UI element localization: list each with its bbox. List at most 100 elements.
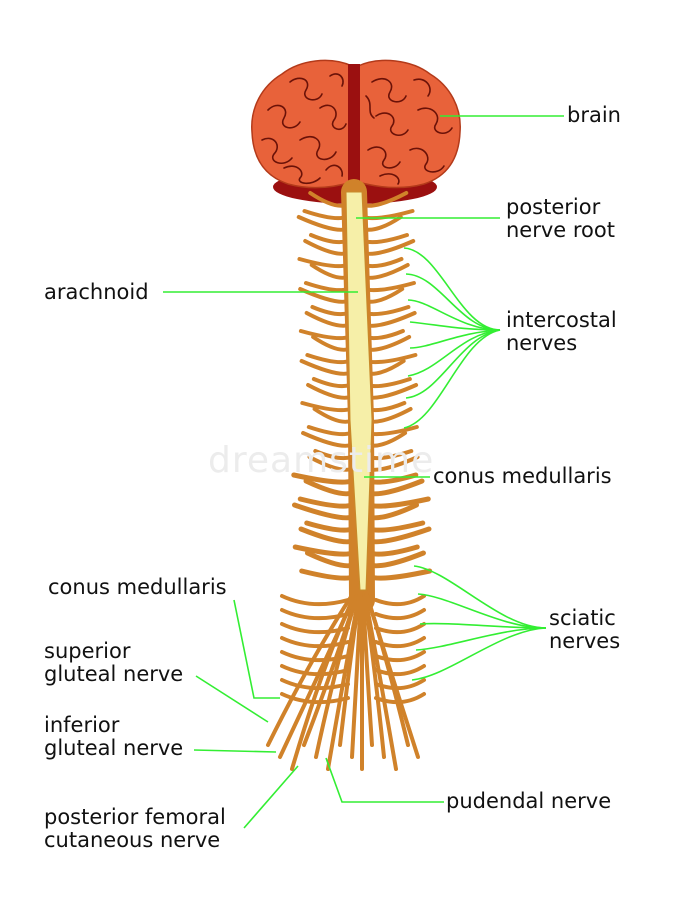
nerve-branch-right <box>361 239 416 256</box>
nerve-branch-left <box>303 281 350 293</box>
nerve-branch-right <box>374 664 426 677</box>
nerve-branch-right <box>366 544 420 557</box>
nerve-branch-left <box>311 377 352 389</box>
nerve-branch-right <box>360 209 415 221</box>
nerve-branch-right <box>374 692 426 705</box>
nerve-branch-left <box>297 496 355 509</box>
label-line: gluteal nerve <box>44 736 184 760</box>
nerve-branch-left <box>280 608 350 621</box>
label-line: inferior <box>44 713 120 737</box>
label-pudendal-nerve: pudendal nerve <box>446 789 612 813</box>
nerve-branch-left <box>303 478 355 497</box>
label-line: cutaneous nerve <box>44 828 221 852</box>
nerve-branch-left <box>304 520 356 533</box>
nerve-branch-left <box>309 263 350 280</box>
nerve-branch-right <box>374 622 426 635</box>
nerve-branch-right <box>374 636 426 649</box>
label-line: nerve root <box>506 218 615 242</box>
nerve-branch-right <box>362 305 411 317</box>
nerve-branch-left <box>298 329 351 341</box>
nerve-branch-right <box>366 550 426 569</box>
nerve-branch-left <box>280 594 350 607</box>
label-line: posterior <box>506 195 601 219</box>
watermark-text: dreamstime <box>208 440 435 481</box>
nerve-branch-left <box>292 544 356 557</box>
nerve-branch-right <box>360 233 409 245</box>
label-superior-gluteal-nerve: superior gluteal nerve <box>44 640 183 686</box>
sciatic-nerves-leader-lines <box>411 565 547 681</box>
nerve-branch-right <box>365 478 425 497</box>
superior-gluteal-nerve-leader-line <box>195 675 269 723</box>
nerve-branch-left <box>300 401 353 413</box>
nerve-branch-right <box>363 353 418 365</box>
nerve-branch-left <box>291 472 355 485</box>
nerve-branch-left <box>301 431 354 448</box>
label-inferior-gluteal-nerve: inferior gluteal nerve <box>44 714 183 760</box>
label-posterior-nerve-root: posterior nerve root <box>506 196 615 242</box>
inferior-gluteal-nerve-leader-line <box>193 749 277 753</box>
nerve-branch-left <box>304 311 351 328</box>
nerve-branch-left <box>308 191 349 208</box>
label-conus-medullaris-right: conus medullaris <box>433 464 612 488</box>
nerve-branch-left <box>302 209 349 221</box>
nerve-branch-right <box>366 502 419 521</box>
nerve-branch-right <box>374 678 426 691</box>
label-posterior-femoral-cutaneous-nerve: posterior femoral cutaneous nerve <box>44 806 226 852</box>
label-line: superior <box>44 639 131 663</box>
label-line: sciatic <box>549 606 616 630</box>
nerve-branch-right <box>361 281 416 293</box>
label-line: intercostal <box>506 308 617 332</box>
nerve-branch-left <box>280 664 350 677</box>
nerve-branch-right <box>364 425 419 437</box>
nerve-branch-right <box>374 608 426 621</box>
label-conus-medullaris-left: conus medullaris <box>48 575 227 599</box>
nerve-branch-left <box>313 449 354 461</box>
label-line: gluteal nerve <box>44 662 184 686</box>
nerve-branch-left <box>303 239 350 256</box>
nerve-branch-left <box>311 335 352 352</box>
nerve-branch-right <box>366 526 432 545</box>
label-brain: brain <box>567 103 621 127</box>
nerve-branch-left <box>306 383 353 400</box>
label-arachnoid: arachnoid <box>44 280 149 304</box>
nerve-branch-left <box>280 636 350 649</box>
nerve-branch-left <box>280 622 350 635</box>
label-sciatic-nerves: sciatic nerves <box>549 607 620 653</box>
nerve-branch-left <box>297 257 350 269</box>
nerve-branch-right <box>365 496 431 509</box>
leader-lines <box>163 115 564 829</box>
nerve-branch-right <box>374 650 426 663</box>
nerve-branch-left <box>310 305 351 317</box>
cauda-equina-strand <box>360 578 420 759</box>
label-line: posterior femoral <box>44 805 226 829</box>
nerve-branch-right <box>366 520 426 533</box>
nerve-branch-left <box>305 353 352 365</box>
pudendal-nerve-leader-line <box>325 757 444 803</box>
label-line: nerves <box>549 629 621 653</box>
nerve-branch-left <box>280 650 350 663</box>
label-intercostal-nerves: intercostal nerves <box>506 309 617 355</box>
nerve-branch-left <box>296 215 349 232</box>
nerve-branch-left <box>299 359 352 376</box>
nerve-branch-right <box>360 215 403 232</box>
nerve-branch-left <box>298 526 356 545</box>
posterior-femoral-cutaneous-nerve-leader-line <box>243 765 299 829</box>
nerve-branch-right <box>374 594 426 607</box>
nerve-branch-left <box>307 455 354 472</box>
label-line: nerves <box>506 331 578 355</box>
cauda-equina-strand <box>266 578 364 747</box>
nerve-branch-left <box>306 425 353 437</box>
conus-medullaris-left-leader-line <box>233 599 280 699</box>
nerve-branch-left <box>308 233 349 245</box>
nerve-branch-left <box>312 407 353 424</box>
nerve-branch-left <box>280 692 350 705</box>
nerve-branch-right <box>367 568 433 581</box>
nerve-branch-left <box>299 568 357 581</box>
intercostal-nerves-leader-lines <box>403 247 501 429</box>
nerve-branch-left <box>280 678 350 691</box>
nerve-branch-left <box>304 550 356 569</box>
cauda-equina-strand <box>290 578 364 771</box>
nerve-branch-right <box>361 257 404 269</box>
